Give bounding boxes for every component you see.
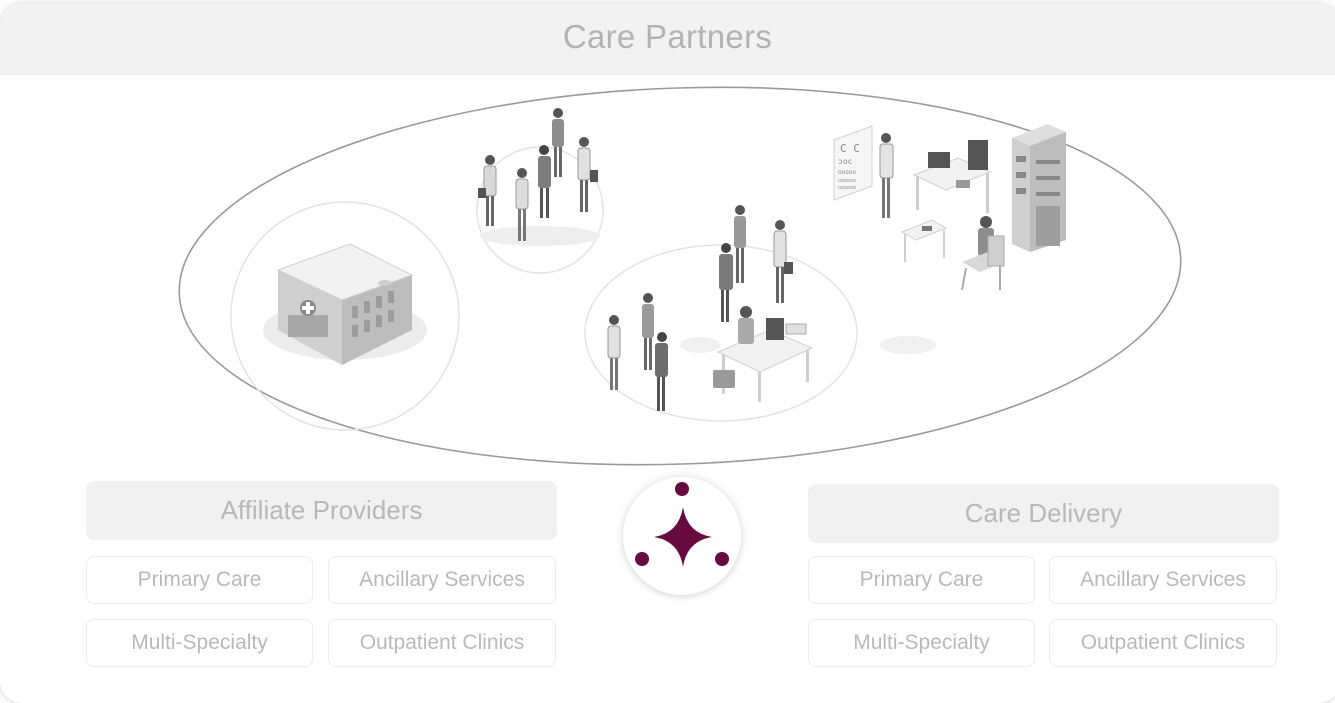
svg-text:oooooo: oooooo [838,185,856,191]
sparkle-logo-icon [635,482,729,567]
hub-circle [623,477,741,595]
affiliate-chip-ancillary-services[interactable]: Ancillary Services [328,556,556,604]
affiliate-chip-outpatient-clinics[interactable]: Outpatient Clinics [328,619,556,667]
delivery-chip-primary-care[interactable]: Primary Care [808,556,1035,604]
delivery-chip-multi-specialty[interactable]: Multi-Specialty [808,619,1035,667]
eye-exam-room-icon: C C ɔoc ooooo oooooo oooooo [833,124,1066,291]
meeting-scene-icon [607,205,936,411]
hospital-circle [230,201,460,431]
network-ellipse [178,86,1182,466]
hospital-building-icon [263,243,427,365]
svg-text:oooooo: oooooo [838,178,856,184]
delivery-chip-ancillary-services[interactable]: Ancillary Services [1049,556,1277,604]
svg-text:ɔoc: ɔoc [838,157,853,166]
svg-text:C C: C C [840,142,860,155]
page-title: Care Partners [562,18,773,55]
affiliate-providers-title: Affiliate Providers [86,481,557,540]
affiliate-chip-primary-care[interactable]: Primary Care [86,556,313,604]
card-header [0,3,1335,75]
svg-text:ooooo: ooooo [838,169,856,176]
care-delivery-title: Care Delivery [808,484,1279,543]
delivery-chip-outpatient-clinics[interactable]: Outpatient Clinics [1049,619,1277,667]
affiliate-chip-multi-specialty[interactable]: Multi-Specialty [86,619,313,667]
doctors-group-icon [478,108,600,246]
meeting-circle [584,244,858,422]
